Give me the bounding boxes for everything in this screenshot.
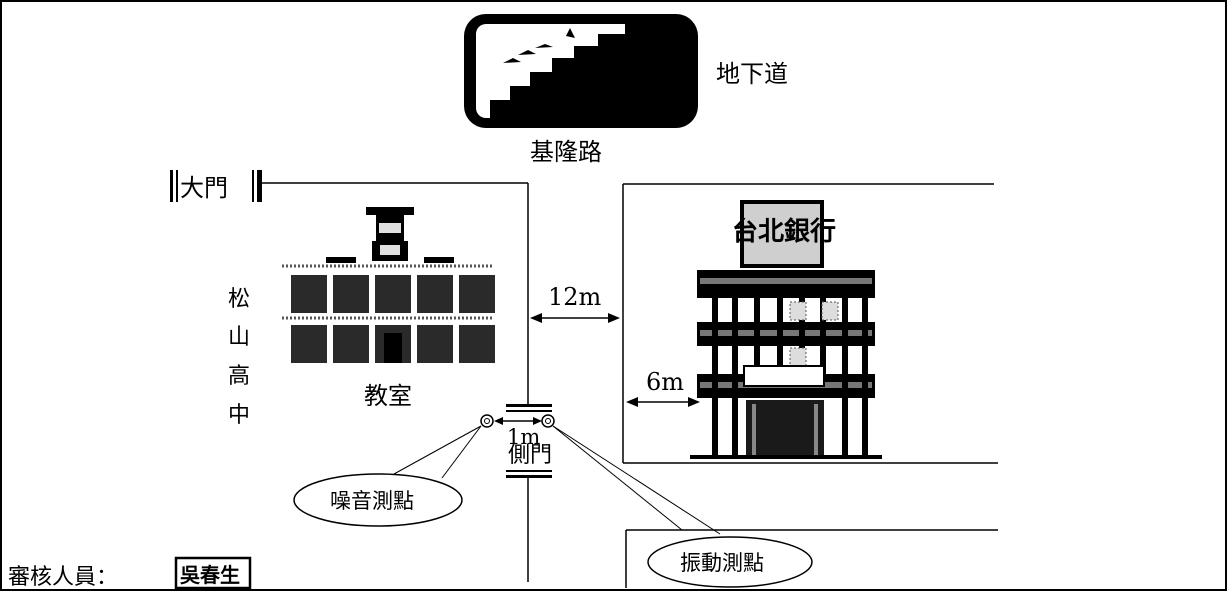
distance-6m-label: 6m xyxy=(646,368,684,396)
reviewer-stamp: 吳春生 xyxy=(174,556,252,590)
noise-callout-label: 噪音測點 xyxy=(330,489,414,513)
vibration-measurement-point xyxy=(541,414,555,428)
noise-measurement-point xyxy=(480,414,494,428)
reviewer-label: 審核人員： xyxy=(8,565,118,590)
distance-arrow-6m xyxy=(626,397,700,407)
distance-12m-label: 12m xyxy=(548,283,602,311)
bank-building-icon xyxy=(690,200,882,459)
distance-arrow-12m xyxy=(530,313,620,323)
side-gate-label: 側門 xyxy=(508,443,552,468)
main-gate-icon xyxy=(170,170,262,202)
distance-arrow-1m xyxy=(494,417,542,425)
classroom-label: 教室 xyxy=(364,382,412,410)
main-gate-label: 大門 xyxy=(180,174,228,202)
noise-callout-bubble xyxy=(293,425,482,527)
side-gate-icon xyxy=(506,404,552,478)
vibration-callout-label: 振動測點 xyxy=(680,551,764,575)
school-name-char-3: 高 xyxy=(228,364,250,389)
road-label: 基隆路 xyxy=(530,138,602,166)
underpass-icon xyxy=(464,14,698,128)
school-building-icon xyxy=(282,207,495,363)
bank-label: 台北銀行 xyxy=(732,216,836,247)
distance-1m-label: 1m xyxy=(507,425,540,449)
school-name-char-1: 松 xyxy=(228,287,250,312)
school-name-char-4: 中 xyxy=(228,403,250,428)
school-name-char-2: 山 xyxy=(228,325,250,350)
vibration-callout-bubble xyxy=(552,425,813,588)
reviewer-stamp-text: 吳春生 xyxy=(180,563,240,587)
underpass-label: 地下道 xyxy=(716,60,788,88)
